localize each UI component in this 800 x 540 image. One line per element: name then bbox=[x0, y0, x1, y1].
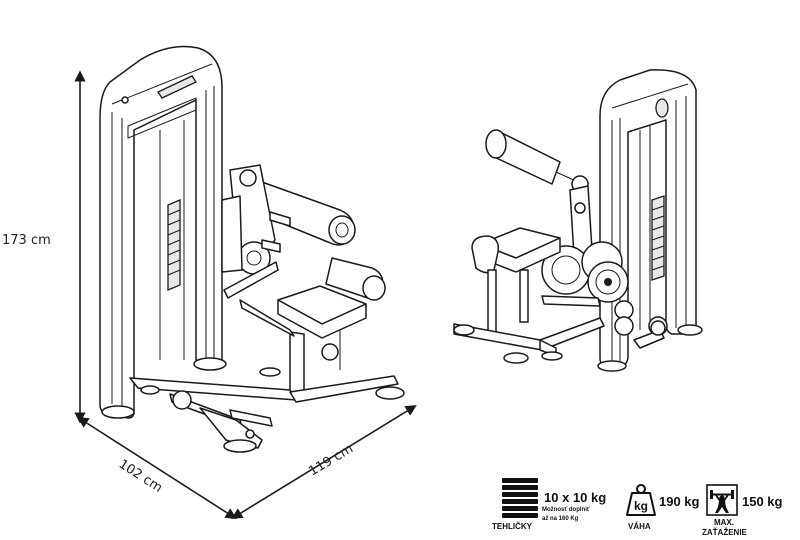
spec-max-load: 150 kg MAX. ZAŤAŽENIE bbox=[702, 484, 798, 540]
weight-label: VÁHA bbox=[628, 522, 651, 531]
plates-value: 10 x 10 kg bbox=[544, 490, 607, 505]
svg-text:kg: kg bbox=[634, 499, 648, 513]
plates-note-line1: Možnosť doplniť bbox=[542, 507, 590, 513]
weight-stack-icon bbox=[502, 478, 538, 518]
machine-rear-view bbox=[453, 69, 703, 372]
plates-label: TEHLIČKY bbox=[492, 522, 532, 531]
max-load-label-line2: ZAŤAŽENIE bbox=[702, 528, 747, 537]
depth-label: 102 cm bbox=[116, 457, 165, 496]
weight-value: 190 kg bbox=[659, 494, 700, 509]
height-label: 173 cm bbox=[2, 233, 51, 248]
max-load-label-line1: MAX. bbox=[714, 518, 734, 527]
max-load-value: 150 kg bbox=[742, 494, 783, 509]
weightlifter-icon bbox=[706, 484, 738, 516]
width-label: 119 cm bbox=[306, 441, 356, 479]
kg-weight-icon: kg bbox=[626, 484, 656, 516]
spec-weight: kg 190 kg VÁHA bbox=[626, 484, 706, 538]
machine-front-view bbox=[99, 45, 405, 453]
plates-note-line2: až na 160 Kg bbox=[542, 516, 579, 522]
dimension-height: 173 cm bbox=[2, 70, 86, 424]
spec-plates: 10 x 10 kg Možnosť doplniť až na 160 Kg … bbox=[492, 476, 624, 536]
dimension-depth: 102 cm bbox=[77, 416, 237, 520]
